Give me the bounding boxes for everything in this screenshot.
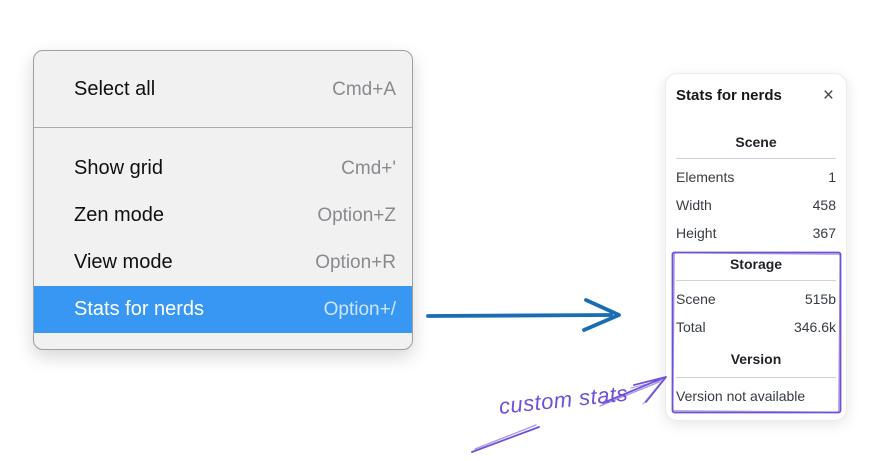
menu-item-label: View mode	[74, 251, 173, 273]
stat-label: Scene	[676, 291, 716, 307]
menu-item-show-grid[interactable]: Show grid Cmd+'	[34, 145, 412, 192]
menu-group-top: Select all Cmd+A	[34, 51, 412, 127]
menu-item-label: Show grid	[74, 157, 163, 179]
stat-row: Elements 1	[676, 163, 836, 191]
stat-label: Height	[676, 225, 717, 241]
menu-divider	[34, 127, 412, 128]
menu-shortcut: Cmd+'	[341, 157, 396, 179]
stats-panel-header: Stats for nerds ×	[676, 84, 836, 106]
blue-arrow	[426, 298, 621, 332]
stat-value: 458	[812, 197, 836, 213]
stat-row: Total 346.6k	[676, 313, 836, 341]
section-title-version: Version	[730, 351, 782, 367]
menu-shortcut: Option+R	[315, 251, 396, 273]
stat-value: 367	[812, 225, 836, 241]
menu-shortcut: Option+/	[323, 298, 396, 320]
stat-label: Total	[676, 319, 706, 335]
stat-row: Scene 515b	[676, 285, 836, 313]
section-title-storage: Storage	[729, 256, 783, 272]
stat-row: Width 458	[676, 191, 836, 219]
stat-value: 515b	[804, 291, 836, 307]
storage-rows: Scene 515b Total 346.6k	[676, 285, 836, 341]
stat-value: 1	[828, 169, 836, 185]
stats-panel: Stats for nerds × Scene Elements 1 Width…	[665, 73, 847, 421]
menu-item-label: Zen mode	[74, 204, 165, 226]
stat-row: Height 367	[676, 219, 836, 247]
stat-label: Elements	[676, 169, 735, 185]
stat-value: 346.6k	[793, 319, 836, 335]
custom-stats-annotation: custom stats	[497, 380, 630, 419]
version-note: Version not available	[676, 388, 806, 404]
menu-item-zen-mode[interactable]: Zen mode Option+Z	[34, 192, 412, 239]
menu-group-bottom: Show grid Cmd+' Zen mode Option+Z View m…	[34, 128, 412, 349]
stat-label: Width	[676, 197, 712, 213]
stats-panel-title: Stats for nerds	[676, 86, 782, 104]
custom-stats-arrow	[471, 376, 667, 453]
section-title-scene: Scene	[735, 134, 777, 150]
menu-item-stats-for-nerds[interactable]: Stats for nerds Option+/	[34, 286, 412, 333]
menu-item-view-mode[interactable]: View mode Option+R	[34, 239, 412, 286]
menu-shortcut: Option+Z	[317, 204, 396, 226]
context-menu: Select all Cmd+A Show grid Cmd+' Zen mod…	[33, 50, 413, 350]
section-divider	[676, 377, 836, 378]
menu-shortcut: Cmd+A	[332, 78, 396, 100]
menu-item-label: Stats for nerds	[74, 298, 205, 320]
menu-item-select-all[interactable]: Select all Cmd+A	[34, 66, 412, 113]
close-icon[interactable]: ×	[822, 84, 834, 106]
scene-rows: Elements 1 Width 458 Height 367	[676, 163, 836, 247]
menu-item-label: Select all	[74, 78, 156, 100]
section-divider	[676, 280, 836, 281]
section-divider	[676, 158, 836, 159]
